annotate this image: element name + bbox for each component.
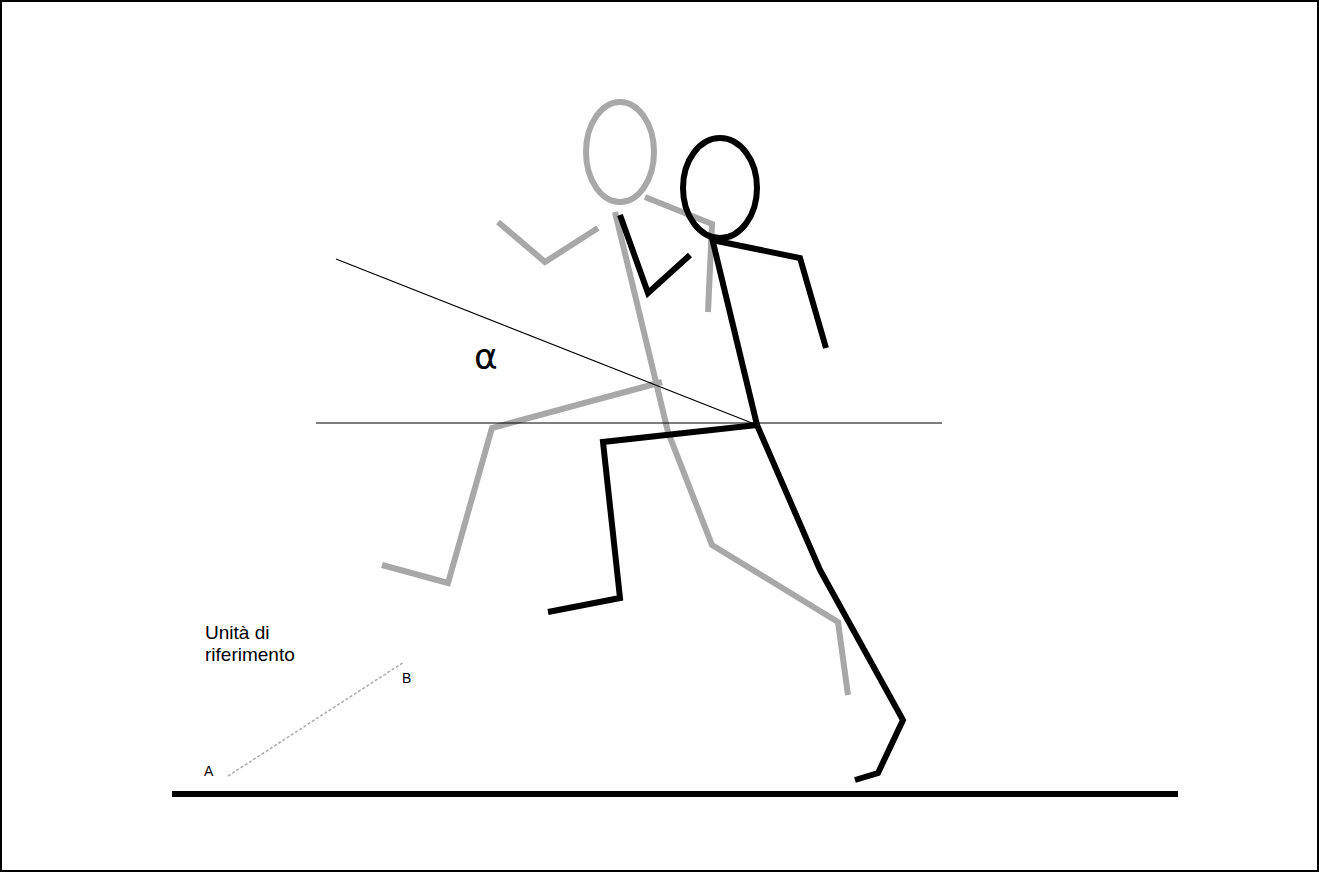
black-runner xyxy=(548,138,903,780)
reference-unit-line xyxy=(228,662,404,776)
angle-symbol: α xyxy=(474,336,534,377)
reference-unit-label: Unità di riferimento xyxy=(205,622,315,666)
ground-line xyxy=(172,791,1178,797)
horizontal-line xyxy=(316,422,942,423)
point-label: B xyxy=(402,670,432,686)
point-label: A xyxy=(204,763,234,779)
thigh-line xyxy=(336,259,757,425)
grey-runner xyxy=(382,102,848,695)
